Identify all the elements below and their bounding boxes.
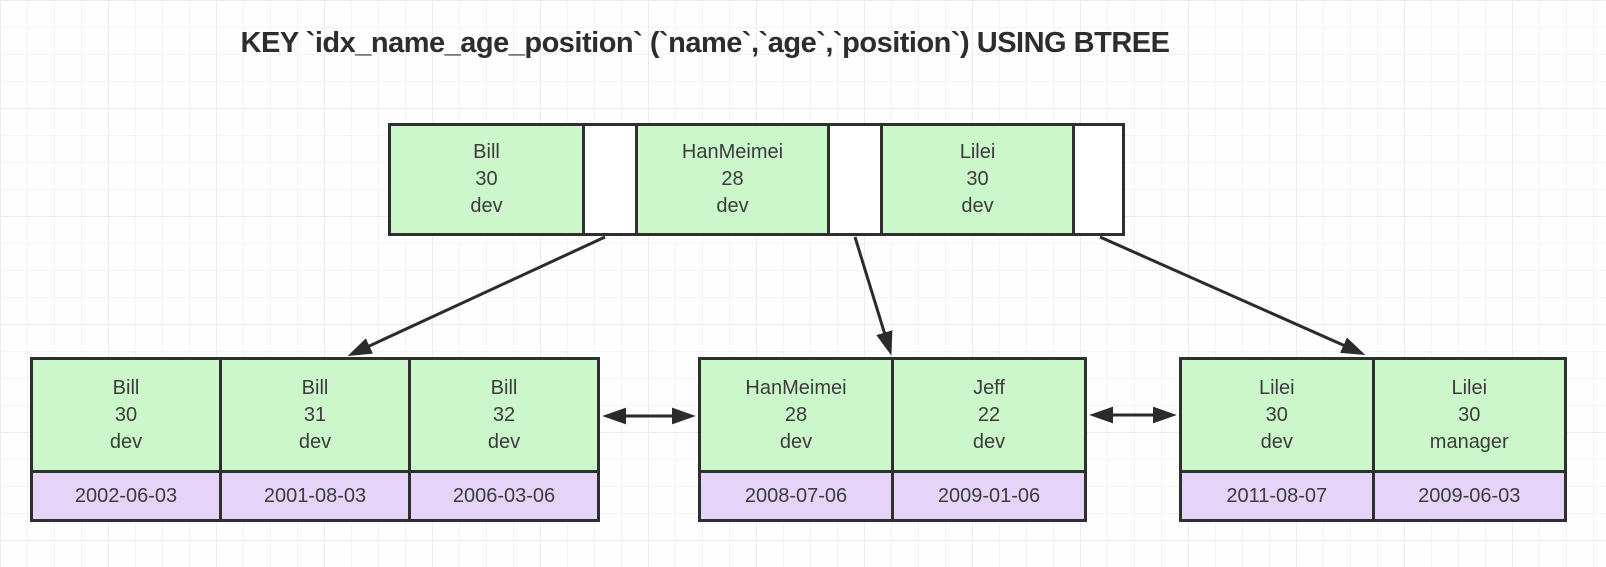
record-date: 2006-03-06	[408, 473, 597, 519]
key-position: dev	[961, 195, 994, 217]
leaf-record-cell: Bill 30 dev	[33, 360, 219, 470]
leaf-record-cell: HanMeimei 28 dev	[701, 360, 891, 470]
root-key-cell-3: Lilei 30 dev	[880, 126, 1072, 233]
record-name: Lilei	[1451, 376, 1488, 399]
record-date: 2002-06-03	[33, 473, 219, 519]
arrow-root-to-leaf3	[1099, 235, 1366, 355]
record-position: dev	[109, 430, 143, 453]
leaf-record-cell: Lilei 30 manager	[1371, 360, 1564, 470]
leaf-date-row: 2011-08-07 2009-06-03	[1182, 470, 1564, 519]
leaf-key-row: Lilei 30 dev Lilei 30 manager	[1182, 360, 1564, 470]
record-position: dev	[487, 430, 521, 453]
record-age: 22	[977, 403, 1001, 426]
btree-leaf-node-2: HanMeimei 28 dev Jeff 22 dev 2008-07-06 …	[698, 357, 1087, 522]
btree-leaf-node-1: Bill 30 dev Bill 31 dev Bill 32 dev 2002…	[30, 357, 600, 522]
leaf-record-cell: Jeff 22 dev	[891, 360, 1084, 470]
key-position: dev	[716, 195, 749, 217]
btree-leaf-node-3: Lilei 30 dev Lilei 30 manager 2011-08-07…	[1179, 357, 1567, 522]
leaf-date-row: 2008-07-06 2009-01-06	[701, 470, 1084, 519]
record-name: Bill	[301, 376, 329, 399]
record-name: Lilei	[1258, 376, 1295, 399]
key-name: Lilei	[959, 141, 996, 163]
record-name: Bill	[490, 376, 518, 399]
record-position: manager	[1429, 430, 1509, 453]
key-age: 30	[475, 168, 498, 190]
root-key-cell-1: Bill 30 dev	[391, 126, 582, 233]
key-name: Bill	[473, 141, 500, 163]
key-position: dev	[470, 195, 503, 217]
record-date: 2001-08-03	[219, 473, 408, 519]
record-position: dev	[972, 430, 1006, 453]
record-date: 2009-01-06	[891, 473, 1084, 519]
record-age: 30	[1265, 403, 1288, 426]
root-pointer-slot-3	[1072, 126, 1122, 233]
record-age: 28	[784, 403, 808, 426]
root-key-cell-2: HanMeimei 28 dev	[635, 126, 827, 233]
arrow-root-to-leaf1	[347, 235, 606, 357]
record-date: 2009-06-03	[1371, 473, 1564, 519]
arrow-root-to-leaf2	[853, 236, 893, 356]
leaf-record-cell: Lilei 30 dev	[1182, 360, 1372, 470]
record-position: dev	[298, 430, 332, 453]
record-age: 30	[1458, 403, 1481, 426]
key-name: HanMeimei	[681, 141, 784, 163]
root-pointer-slot-2	[827, 126, 880, 233]
record-age: 32	[492, 403, 516, 426]
leaf-key-row: Bill 30 dev Bill 31 dev Bill 32 dev	[33, 360, 597, 470]
leaf-record-cell: Bill 31 dev	[219, 360, 408, 470]
record-age: 31	[303, 403, 327, 426]
diagram-title: KEY `idx_name_age_position` (`name`,`age…	[240, 27, 1170, 59]
record-name: HanMeimei	[745, 376, 847, 399]
leaf-key-row: HanMeimei 28 dev Jeff 22 dev	[701, 360, 1084, 470]
key-age: 28	[721, 168, 744, 190]
record-position: dev	[779, 430, 813, 453]
leaf-record-cell: Bill 32 dev	[408, 360, 597, 470]
record-position: dev	[1260, 430, 1293, 453]
root-pointer-slot-1	[582, 126, 635, 233]
record-name: Bill	[112, 376, 140, 399]
leaf-date-row: 2002-06-03 2001-08-03 2006-03-06	[33, 470, 597, 519]
record-date: 2008-07-06	[701, 473, 891, 519]
record-name: Jeff	[973, 376, 1005, 399]
record-age: 30	[114, 403, 138, 426]
record-date: 2011-08-07	[1182, 473, 1372, 519]
key-age: 30	[966, 168, 989, 190]
btree-root-node: Bill 30 dev HanMeimei 28 dev Lilei 30 de…	[388, 123, 1125, 236]
